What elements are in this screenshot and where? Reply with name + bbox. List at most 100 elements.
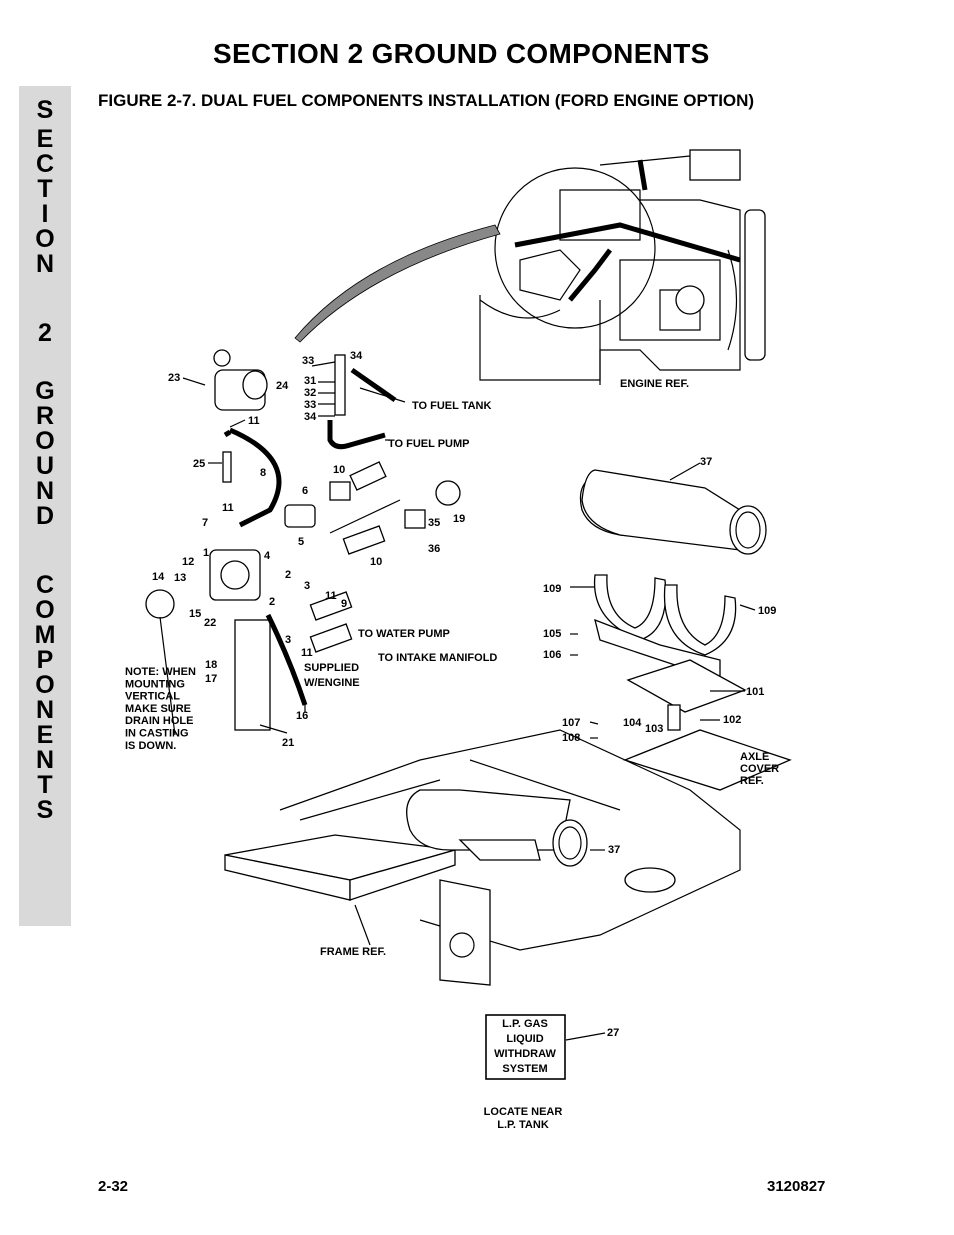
callout-number: 11	[325, 590, 337, 602]
callout-number: 4	[264, 550, 271, 562]
callout-number: 34	[304, 411, 317, 423]
decal-line-3: WITHDRAW	[494, 1048, 556, 1060]
callout-number: 37	[608, 844, 620, 856]
note-to-fuel-tank: TO FUEL TANK	[412, 400, 492, 412]
callout-number: 36	[428, 543, 440, 555]
callout-number: 9	[341, 598, 347, 610]
side-tab-letter: O	[35, 225, 55, 253]
side-tab-letter: C	[35, 571, 55, 599]
page-number: 2-32	[98, 1178, 129, 1195]
callout-number: 33	[304, 399, 316, 411]
note-to-intake-manifold: TO INTAKE MANIFOLD	[378, 652, 497, 664]
note-engine-ref: ENGINE REF.	[620, 378, 689, 390]
side-tab-letter: P	[36, 646, 54, 674]
callout-number: 21	[282, 737, 294, 749]
side-tab-letter: U	[35, 452, 55, 480]
callout-number: 103	[645, 723, 663, 735]
decal-line-4: SYSTEM	[502, 1063, 547, 1075]
callout-number: 109	[543, 583, 561, 595]
side-tab-letter: O	[35, 596, 55, 624]
vaporizer-assembly	[145, 349, 461, 731]
side-tab-letter: N	[35, 696, 55, 724]
callout-number: 5	[298, 536, 304, 548]
side-tab-letter: R	[35, 402, 55, 430]
side-tab-letter: O	[35, 671, 55, 699]
decal-line-2: LIQUID	[506, 1033, 543, 1045]
note-axle-1: AXLE	[740, 751, 769, 763]
document-number: 3120827	[767, 1178, 826, 1195]
side-tab-letter: 2	[38, 319, 52, 347]
callout-number: 7	[202, 517, 208, 529]
note-supplied-1: SUPPLIED	[304, 662, 359, 674]
callout-number: 10	[370, 556, 382, 568]
side-tab-letter: E	[36, 125, 54, 153]
figure-title: FIGURE 2-7. DUAL FUEL COMPONENTS INSTALL…	[98, 91, 755, 110]
engine-ref-drawing	[479, 149, 766, 385]
callout-number: 16	[296, 710, 308, 722]
decal-line-1: L.P. GAS	[502, 1018, 548, 1030]
callout-number: 32	[304, 387, 316, 399]
note-to-water-pump: TO WATER PUMP	[358, 628, 450, 640]
side-tab-letter: N	[35, 746, 55, 774]
callout-number: 107	[562, 717, 580, 729]
callout-number: 13	[174, 572, 186, 584]
callout-number: 17	[205, 673, 217, 685]
mounting-note-line: DRAIN HOLE	[125, 715, 193, 727]
locate-line-2: L.P. TANK	[497, 1119, 549, 1131]
callout-number: 25	[193, 458, 205, 470]
callout-number: 106	[543, 649, 561, 661]
callout-number: 11	[248, 415, 260, 427]
callout-number: 109	[758, 605, 776, 617]
callout-number: 1	[203, 547, 209, 559]
callout-number: 35	[428, 517, 440, 529]
lp-tank-upper	[579, 469, 792, 791]
callout-number: 34	[350, 350, 363, 362]
section-title: SECTION 2 GROUND COMPONENTS	[213, 38, 710, 69]
callout-number: 101	[746, 686, 764, 698]
callout-number: 31	[304, 375, 316, 387]
side-tab-letter: E	[36, 721, 54, 749]
callout-number: 24	[276, 380, 289, 392]
mounting-note-line: VERTICAL	[125, 691, 180, 703]
callout-number: 37	[700, 456, 712, 468]
mounting-note-line: NOTE: WHEN	[125, 666, 196, 678]
side-tab-letter: D	[35, 502, 55, 530]
callout-number: 3	[285, 634, 291, 646]
side-tab-letter: O	[35, 427, 55, 455]
callout-number: 22	[204, 617, 216, 629]
note-axle-3: REF.	[740, 775, 764, 787]
callout-number: 19	[453, 513, 465, 525]
callout-number: 105	[543, 628, 561, 640]
callout-number: 6	[302, 485, 308, 497]
side-tab-letter: N	[35, 250, 55, 278]
callout-number: 102	[723, 714, 741, 726]
callout-number: 33	[302, 355, 314, 367]
callout-number: 10	[333, 464, 345, 476]
side-tab-letter: T	[37, 175, 53, 203]
callout-number: 2	[269, 596, 275, 608]
side-tab-letter: C	[35, 150, 55, 178]
side-tab-letter: N	[35, 477, 55, 505]
mounting-note-line: IS DOWN.	[125, 740, 176, 752]
callout-number: 3	[304, 580, 310, 592]
side-tab-letter: M	[34, 621, 56, 649]
mounting-note-line: IN CASTING	[125, 728, 189, 740]
side-tab-letter: G	[35, 377, 55, 405]
note-supplied-2: W/ENGINE	[304, 677, 360, 689]
side-tab-letter: S	[36, 796, 54, 824]
locate-line-1: LOCATE NEAR	[484, 1106, 563, 1118]
callout-number: 14	[152, 571, 165, 583]
side-tab-letter: I	[41, 200, 49, 228]
callout-number: 23	[168, 372, 180, 384]
leader-lines	[159, 361, 756, 946]
note-to-fuel-pump: TO FUEL PUMP	[388, 438, 470, 450]
callout-number: 15	[189, 608, 201, 620]
callout-number: 8	[260, 467, 266, 479]
callout-number: 108	[562, 732, 580, 744]
note-axle-2: COVER	[740, 763, 779, 775]
callout-number: 11	[222, 502, 234, 514]
